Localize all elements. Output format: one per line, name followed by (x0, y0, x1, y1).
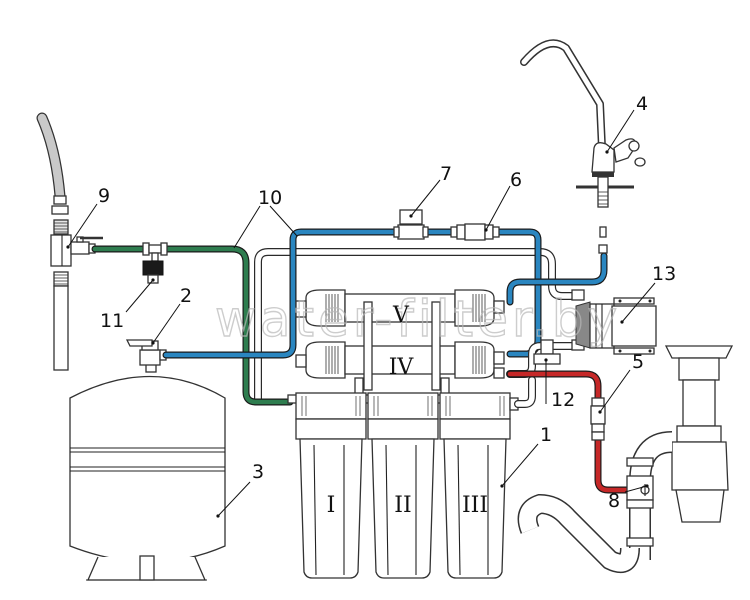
callout-8: 8 (608, 490, 620, 512)
watermark: water-filter.by (215, 290, 621, 348)
check-valve-6 (450, 223, 500, 241)
callout-2: 2 (180, 285, 192, 307)
pre-filter-iii (439, 392, 511, 579)
sink-siphon (517, 345, 734, 573)
pre-filter-i (295, 392, 367, 579)
pre-filter-ii (367, 392, 439, 579)
callout-6: 6 (510, 169, 522, 191)
stage-label-v: V (392, 303, 410, 328)
mounting-frame (254, 248, 576, 404)
callout-labels: 1 2 3 4 5 6 7 8 9 10 11 12 13 (98, 93, 676, 512)
stage-label-iii: III (462, 493, 488, 518)
callout-3: 3 (252, 461, 264, 483)
stage-label-ii: II (394, 493, 411, 518)
callout-9: 9 (98, 185, 110, 207)
callout-5: 5 (632, 351, 644, 373)
purified-water-faucet[interactable] (520, 39, 646, 254)
inlet-line (91, 245, 294, 406)
flow-restrictor-5 (590, 397, 606, 441)
supply-pipe (50, 219, 72, 371)
booster-pump (571, 289, 657, 355)
pre-filter-bank (287, 392, 519, 579)
leader-lines (67, 109, 656, 517)
callout-4: 4 (636, 93, 648, 115)
storage-tank (69, 339, 226, 581)
leader-dots (66, 150, 649, 518)
callout-12: 12 (551, 389, 575, 411)
supply-hose (36, 112, 69, 215)
callout-11: 11 (100, 310, 124, 332)
stage-labels: V IV I II III (327, 303, 488, 518)
callout-1: 1 (540, 424, 552, 446)
stage-label-i: I (327, 493, 336, 518)
callout-13: 13 (652, 263, 676, 285)
inlet-tee-fitting (142, 242, 168, 262)
callout-10: 10 (258, 187, 282, 209)
flow-valve-7 (393, 209, 429, 240)
filter-housing-iv (295, 341, 505, 379)
callout-7: 7 (440, 163, 452, 185)
stage-label-iv: IV (389, 355, 415, 380)
